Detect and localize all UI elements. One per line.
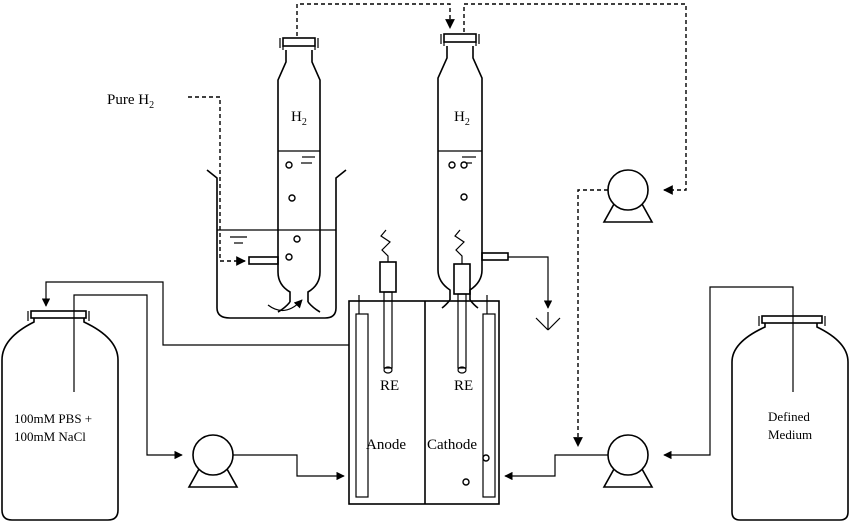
- reference-electrode-right: [453, 229, 471, 374]
- cathode-label: Cathode: [427, 437, 477, 453]
- left-h2-column: [248, 37, 321, 313]
- left-bottle-label-line1: 100mM PBS +: [14, 411, 92, 426]
- left-column-h2-label: H2: [291, 109, 307, 128]
- reference-electrode-left-label: RE: [380, 378, 399, 394]
- reference-electrode-left: [379, 229, 397, 374]
- two-chamber-reactor: [348, 295, 500, 505]
- anode-label: Anode: [366, 437, 406, 453]
- right-medium-bottle: [731, 315, 849, 521]
- right-column-h2-label: H2: [454, 109, 470, 128]
- cathode-feed-pump: [602, 434, 654, 488]
- right-bottle-label-line1: Defined: [768, 409, 810, 424]
- left-bottle-label-line2: 100mM NaCl: [14, 429, 86, 444]
- right-h2-column: [437, 33, 509, 309]
- water-bath-beaker: [206, 169, 347, 319]
- gas-recirculation-pump: [602, 169, 654, 223]
- anode-feed-pump: [187, 434, 239, 488]
- pure-h2-label: Pure H2: [107, 92, 154, 111]
- right-bottle-label-line2: Medium: [768, 427, 812, 442]
- reference-electrode-right-label: RE: [454, 378, 473, 394]
- left-medium-bottle: [1, 310, 119, 521]
- gas-vent-symbol: [535, 312, 561, 331]
